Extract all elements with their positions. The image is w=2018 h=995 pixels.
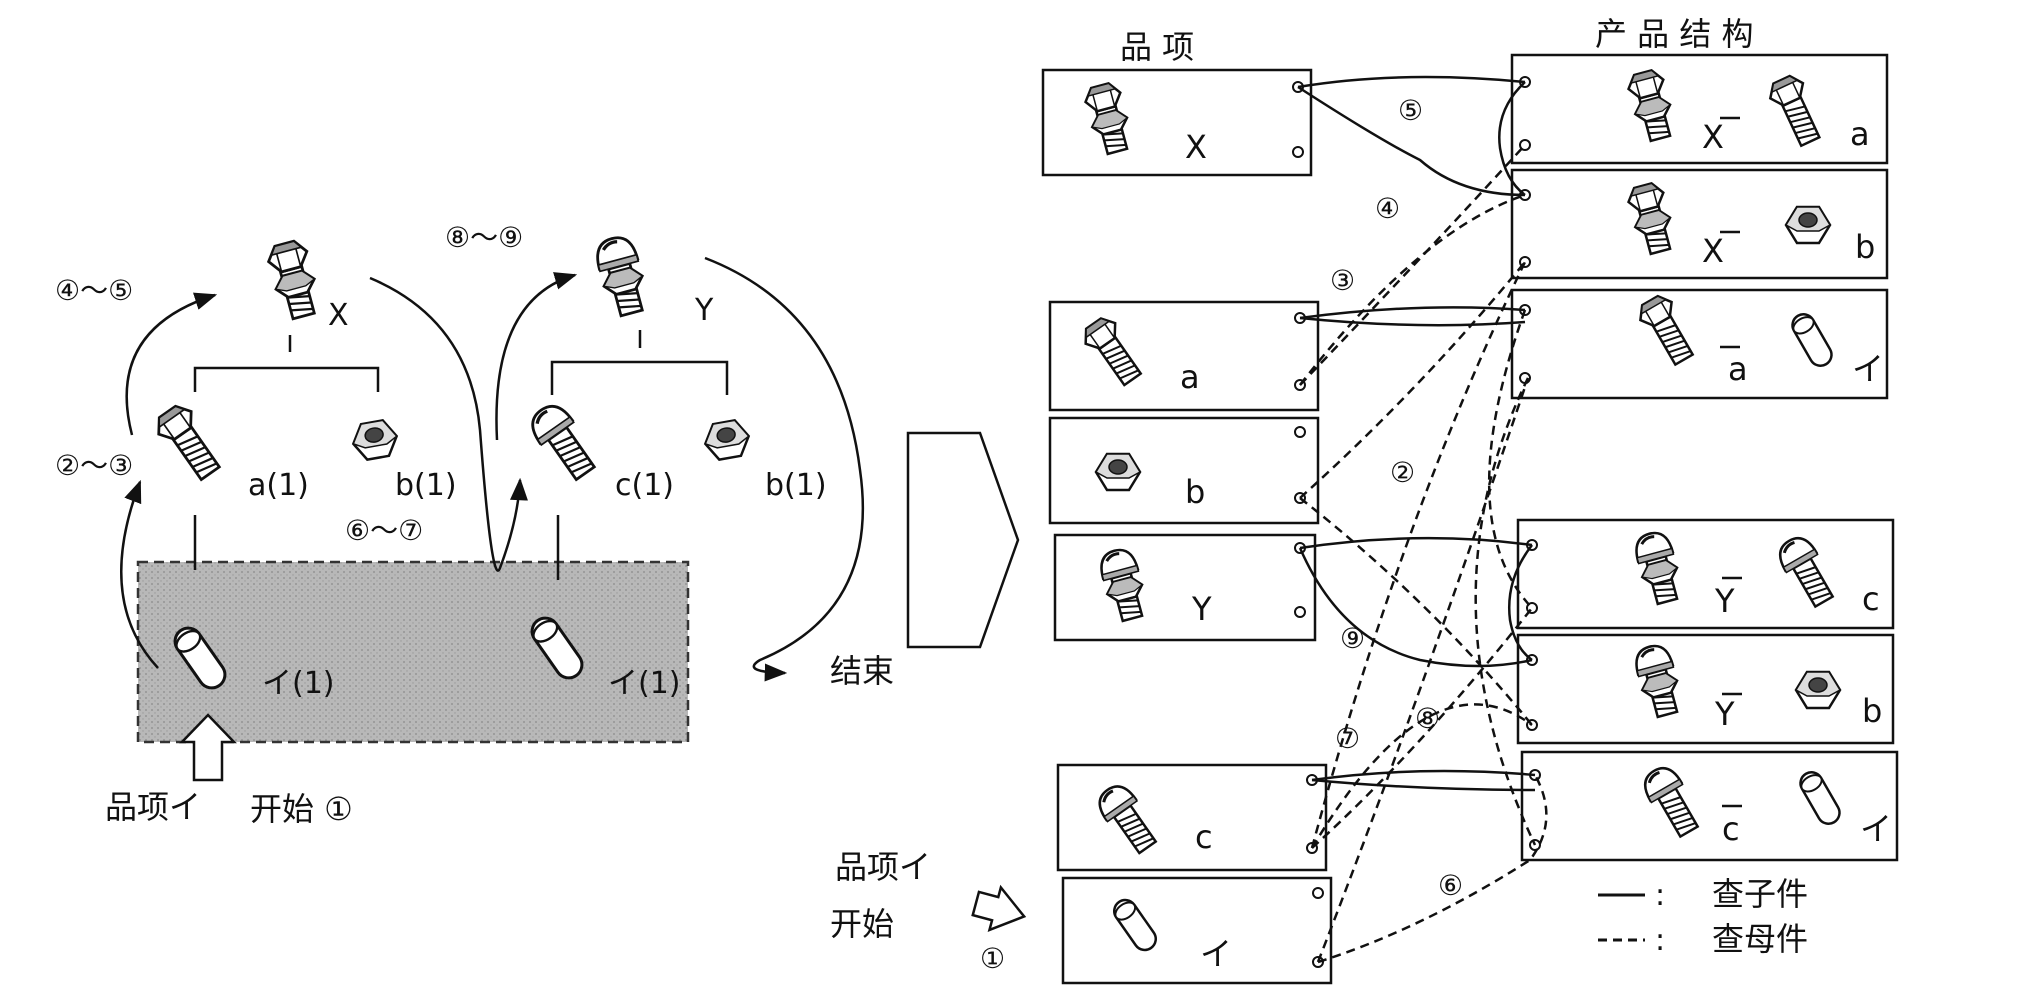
- structure-child-label: a: [1850, 115, 1870, 153]
- item-card-i[interactable]: イ: [1061, 876, 1333, 985]
- legend-solid-text: 查子件: [1712, 875, 1808, 913]
- structure-parent-label: X: [1702, 118, 1724, 156]
- step-8: ⑧: [1415, 702, 1440, 735]
- structure-child-label: c: [1862, 580, 1880, 618]
- nut-b1-icon: [348, 417, 402, 463]
- child-b2-label: b(1): [765, 468, 827, 503]
- child-lookup-lines: [1297, 75, 1536, 792]
- step-label-4-5: ④～⑤: [55, 274, 133, 307]
- structure-child-icon: [1794, 670, 1842, 710]
- structure-card-y-b[interactable]: Y b: [1516, 633, 1895, 745]
- arrow-8-9: [495, 272, 578, 441]
- item-card-label: イ: [1200, 935, 1232, 973]
- structure-child-icon: [1784, 205, 1832, 245]
- structure-card-a-i[interactable]: a イ: [1510, 288, 1889, 400]
- structure-parent-label: Y: [1714, 582, 1735, 620]
- item-card-label: b: [1185, 473, 1205, 511]
- structure-card-c-i[interactable]: c イ: [1520, 750, 1899, 862]
- item-card-b[interactable]: b: [1048, 416, 1320, 525]
- item-card-label: a: [1180, 358, 1200, 396]
- child-c-label: c(1): [615, 468, 674, 503]
- legend-sep: :: [1655, 878, 1665, 913]
- end-label: 结束: [830, 652, 894, 690]
- item-card-x[interactable]: X: [1041, 68, 1313, 177]
- bolt-c-icon: [525, 399, 602, 485]
- items-header: 品 项: [1120, 28, 1194, 66]
- step-6: ⑥: [1438, 869, 1463, 902]
- legend: : 查子件 : 查母件: [1598, 875, 1808, 958]
- step-2: ②: [1390, 456, 1415, 489]
- structure-child-label: b: [1855, 228, 1875, 266]
- item-card-y[interactable]: Y: [1053, 533, 1317, 642]
- arrow-2-3: [120, 479, 159, 669]
- right-start-label: 开始: [830, 905, 894, 943]
- step-5: ⑤: [1398, 94, 1423, 127]
- arrow-end: [704, 256, 865, 682]
- item-card-a[interactable]: a: [1048, 300, 1320, 412]
- arrow-x-to-y: [369, 276, 528, 572]
- nut-b2-icon: [700, 417, 754, 463]
- structure-card-x-a[interactable]: X a: [1510, 53, 1889, 165]
- structure-child-label: イ: [1852, 350, 1884, 388]
- step-4: ④: [1375, 192, 1400, 225]
- child-b1-label: b(1): [395, 468, 457, 503]
- pin-i2-label: イ(1): [608, 666, 681, 701]
- step-label-2-3: ②～③: [55, 449, 133, 482]
- step-label-8-9: ⑧～⑨: [445, 221, 523, 254]
- structure-card-y-c[interactable]: Y c: [1516, 518, 1895, 630]
- pin-region: [136, 560, 690, 744]
- item-x-label: X: [328, 298, 349, 333]
- legend-sep: :: [1655, 923, 1665, 958]
- parent-lookup-lines: [1299, 144, 1548, 964]
- structure-parent-label: a: [1728, 350, 1748, 388]
- item-y-label: Y: [694, 293, 714, 328]
- item-card-label: X: [1185, 128, 1207, 166]
- right-start-number: ①: [980, 942, 1005, 975]
- item-card-label: Y: [1191, 590, 1212, 628]
- structure-child-label: b: [1862, 692, 1882, 730]
- start-label: 开始 ①: [250, 790, 353, 828]
- legend-dashed-text: 查母件: [1712, 920, 1808, 958]
- arrow-4-5: [125, 292, 218, 436]
- item-y-icon: [593, 233, 651, 318]
- left-tree: X a(1) b(1) Y c(1) b(1) イ(1) イ(1): [55, 221, 894, 828]
- structure-child-label: イ: [1860, 810, 1892, 848]
- right-tables: 品 项 产 品 结 构 X a b Y: [830, 15, 1899, 985]
- item-x-icon: [265, 239, 323, 322]
- structure-card-x-b[interactable]: X b: [1510, 168, 1889, 280]
- item-card-label: c: [1195, 818, 1213, 856]
- structure-parent-label: c: [1722, 810, 1740, 848]
- structure-parent-label: Y: [1714, 695, 1735, 733]
- right-start-arrow-icon: [971, 884, 1027, 933]
- item-b-card-icon: [1094, 452, 1142, 492]
- child-a-label: a(1): [248, 468, 309, 503]
- start-arrow-icon: [179, 713, 237, 782]
- transition-arrow-icon: [906, 431, 1020, 649]
- item-card-c[interactable]: c: [1056, 763, 1328, 872]
- step-label-6-7: ⑥～⑦: [345, 514, 423, 547]
- start-item-label: 品项イ: [105, 788, 201, 826]
- structure-parent-label: X: [1702, 232, 1724, 270]
- step-3: ③: [1330, 264, 1355, 297]
- pin-i1-label: イ(1): [262, 666, 335, 701]
- step-7: ⑦: [1335, 722, 1360, 755]
- right-start-item: 品项イ: [835, 848, 931, 886]
- structure-header: 产 品 结 构: [1595, 15, 1754, 53]
- step-9: ⑨: [1340, 622, 1365, 655]
- bolt-a-icon: [151, 401, 226, 485]
